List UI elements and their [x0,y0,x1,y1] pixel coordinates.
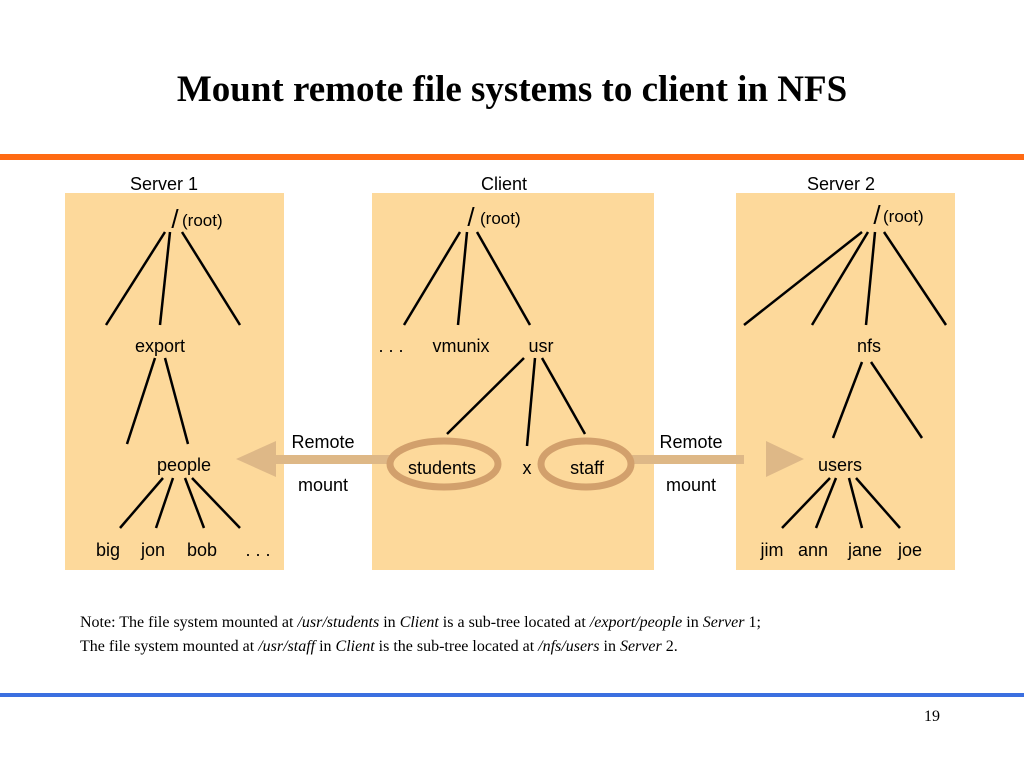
right-arrow-label-remote: Remote [659,432,722,452]
client-root-note: (root) [480,209,521,228]
right-remote-mount-arrow [632,441,804,477]
server1-node-bob: bob [187,540,217,560]
server2-node-nfs: nfs [857,336,881,356]
server2-node-joe: joe [897,540,922,560]
server1-node-more: . . . [245,540,270,560]
nfs-mount-diagram: Server 1 Client Server 2 [65,174,955,570]
client-node-x: x [523,458,532,478]
server2-root-slash: / [873,200,881,230]
server1-root-note: (root) [182,211,223,230]
left-arrow-label-mount: mount [298,475,348,495]
students-mount-ellipse [386,437,502,491]
server1-node-people: people [157,455,211,475]
server2-tree-edges [743,231,948,529]
server1-node-export: export [135,336,185,356]
left-arrow-label-remote: Remote [291,432,354,452]
server1-tree-edges [104,231,242,529]
footnote-line-1: Note: The file system mounted at /usr/st… [80,614,761,631]
bottom-divider [0,693,1024,697]
staff-mount-ellipse [537,437,635,491]
client-node-more: . . . [378,336,403,356]
client-node-staff: staff [570,458,605,478]
server1-root-slash: / [171,204,179,234]
slide-title: Mount remote file systems to client in N… [176,69,848,110]
server1-node-big: big [96,540,120,560]
right-arrow-label-mount: mount [666,475,716,495]
server1-node-jon: jon [140,540,165,560]
server2-panel [736,193,955,570]
server2-node-jim: jim [760,540,784,560]
client-label: Client [481,174,527,194]
server2-node-users: users [818,455,862,475]
left-remote-mount-arrow [236,441,392,477]
page-number: 19 [924,708,940,725]
server2-node-ann: ann [798,540,828,560]
server2-label: Server 2 [807,174,875,194]
server2-node-jane: jane [847,540,882,560]
client-node-usr: usr [528,336,553,356]
footnote-line-2: The file system mounted at /usr/staff in… [80,638,678,655]
client-panel [372,193,654,570]
footnote: Note: The file system mounted at /usr/st… [80,611,980,659]
client-tree-edges [402,231,587,447]
server1-panel [65,193,284,570]
top-divider [0,154,1024,160]
client-root-slash: / [467,202,475,232]
client-node-students: students [408,458,476,478]
server2-root-note: (root) [883,207,924,226]
server1-label: Server 1 [130,174,198,194]
client-node-vmunix: vmunix [432,336,489,356]
